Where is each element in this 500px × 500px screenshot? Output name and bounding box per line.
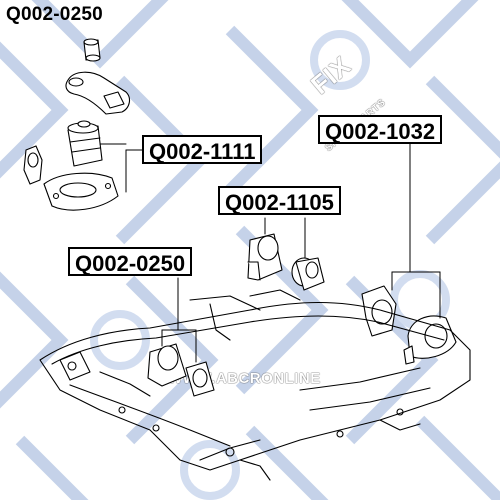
mount-0250-part — [148, 344, 214, 396]
mount-1032-part — [362, 286, 456, 364]
part-label-1111[interactable]: Q002-1111 — [142, 135, 263, 164]
leader-lines — [100, 144, 440, 362]
hydraulic-mount-part — [68, 121, 102, 166]
mount-1105-part — [248, 234, 324, 290]
part-label-0250[interactable]: Q002-0250 — [68, 247, 193, 276]
page-title: Q002-0250 — [6, 4, 103, 25]
part-label-1105[interactable]: Q002-1105 — [218, 186, 341, 215]
subframe-part — [40, 290, 470, 480]
side-mount-part — [24, 146, 42, 184]
bushing-part — [84, 39, 100, 61]
part-label-1032[interactable]: Q002-1032 — [318, 115, 443, 144]
torque-rod-bracket-part — [66, 72, 129, 114]
mount-base-plate-part — [44, 173, 118, 210]
